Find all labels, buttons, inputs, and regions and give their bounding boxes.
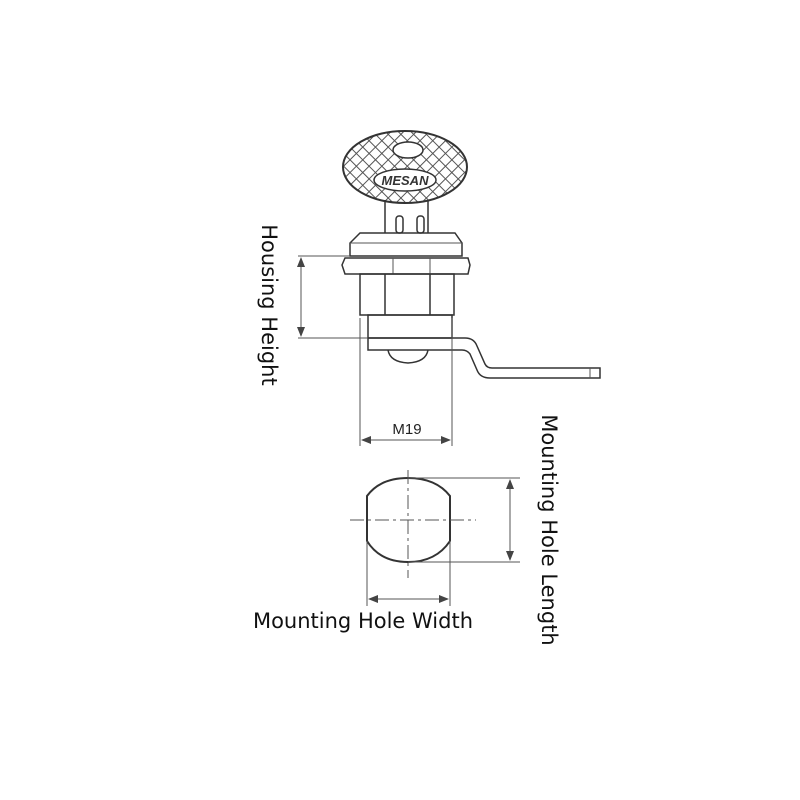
cam-arm bbox=[367, 337, 601, 379]
thread-size-label: M19 bbox=[392, 421, 421, 438]
key: MESAN bbox=[342, 130, 468, 234]
key-brand-logo: MESAN bbox=[382, 173, 430, 188]
hole-width-label: Mounting Hole Width bbox=[253, 609, 473, 633]
hole-width-dimension: Mounting Hole Width bbox=[253, 541, 473, 633]
hole-length-label: Mounting Hole Length bbox=[537, 414, 561, 645]
hole-length-dimension: Mounting Hole Length bbox=[408, 414, 561, 646]
thread-dimension: M19 bbox=[359, 318, 453, 446]
housing-height-label: Housing Height bbox=[257, 224, 281, 385]
lock-housing bbox=[341, 232, 471, 339]
housing-height-dimension: Housing Height bbox=[257, 224, 368, 386]
